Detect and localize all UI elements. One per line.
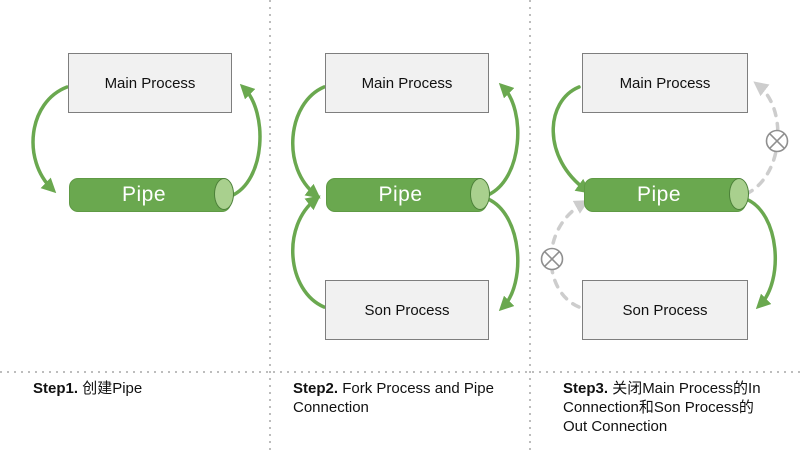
main-process-box: Main Process [582, 53, 748, 113]
caption-line: Out Connection [563, 418, 668, 435]
arrow-main-to-pipe [291, 85, 326, 199]
son-process-label: Son Process [622, 301, 708, 319]
son-process-box: Son Process [582, 280, 748, 340]
caption-line: Step1. 创建Pipe [33, 379, 265, 398]
closed-connection-icon [765, 129, 789, 153]
pipe-cylinder: Pipe [584, 178, 749, 212]
arrow-son-to-pipe [291, 195, 326, 309]
closed-connection-icon [540, 247, 564, 271]
caption-step2: Step2. Fork Process and Pipe Connection [293, 379, 525, 417]
pipe-cap [214, 178, 234, 210]
arrows-layer-step3 [540, 81, 789, 310]
arrow-main-to-pipe [31, 85, 69, 194]
pipe-label: Pipe [636, 183, 682, 206]
step-number: Step3. [563, 380, 609, 397]
caption-text: 关闭Main Process的In [612, 380, 761, 397]
pipe-cap [729, 178, 749, 210]
caption-step1: Step1. 创建Pipe [33, 379, 265, 398]
main-process-label: Main Process [104, 74, 196, 92]
step-number: Step1. [33, 380, 79, 397]
panel-step3: Main Process Pipe Son Process [530, 0, 800, 372]
main-process-label: Main Process [619, 74, 711, 92]
caption-line: Connection和Son Process的 [563, 399, 754, 416]
arrow-pipe-to-son [744, 197, 778, 310]
pipe-label: Pipe [121, 183, 167, 206]
horizontal-dotted-divider [0, 371, 800, 373]
vertical-dotted-divider-2 [529, 0, 531, 450]
pipe-cap [470, 178, 490, 210]
main-process-box: Main Process [68, 53, 232, 113]
pipe-cylinder: Pipe [326, 178, 490, 212]
arrow-main-to-pipe [551, 85, 591, 194]
caption-step3: Step3. 关闭Main Process的In Connection和Son … [563, 379, 795, 436]
arrow-pipe-to-main [486, 82, 520, 197]
arrows-layer-step2 [291, 82, 520, 312]
panel-step1: Main Process Pipe [0, 0, 270, 372]
son-process-box: Son Process [325, 280, 489, 340]
caption-text: Fork Process and Pipe [342, 380, 494, 397]
caption-line: Step2. Fork Process and Pipe [293, 379, 525, 398]
caption-line: Step3. 关闭Main Process的In [563, 379, 795, 398]
panel-step2: Main Process Pipe Son Process [270, 0, 530, 372]
pipe-cylinder: Pipe [69, 178, 234, 212]
step-number: Step2. [293, 380, 339, 397]
main-process-label: Main Process [361, 74, 453, 92]
caption-text: 创建Pipe [82, 380, 143, 397]
main-process-box: Main Process [325, 53, 489, 113]
vertical-dotted-divider-1 [269, 0, 271, 450]
arrow-pipe-to-son [486, 197, 520, 312]
arrow-pipe-to-main [229, 83, 262, 198]
pipe-label: Pipe [378, 183, 423, 206]
caption-line: Connection [293, 399, 369, 416]
arrows-layer-step1 [31, 83, 262, 198]
son-process-label: Son Process [364, 301, 450, 319]
